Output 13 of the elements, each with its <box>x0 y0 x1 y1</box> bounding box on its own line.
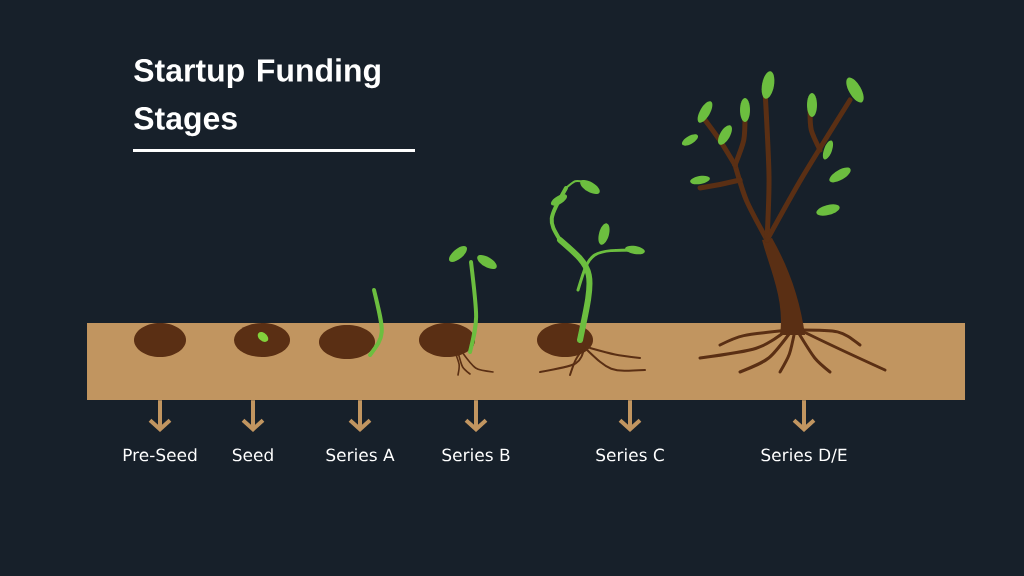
stage-label: Series A <box>326 448 395 462</box>
stage-label: Series C <box>596 448 664 462</box>
stage-label: Pre-Seed <box>123 448 197 462</box>
arrow <box>464 400 488 432</box>
stage-label: Seed <box>232 448 273 462</box>
arrow <box>241 400 265 432</box>
arrow <box>618 400 642 432</box>
arrow <box>148 400 172 432</box>
arrow <box>348 400 372 432</box>
stage-label: Series D/E <box>761 448 847 463</box>
title: Startup Funding Stages <box>134 58 380 137</box>
stage-label: Series B <box>442 448 510 462</box>
arrow <box>792 400 816 432</box>
